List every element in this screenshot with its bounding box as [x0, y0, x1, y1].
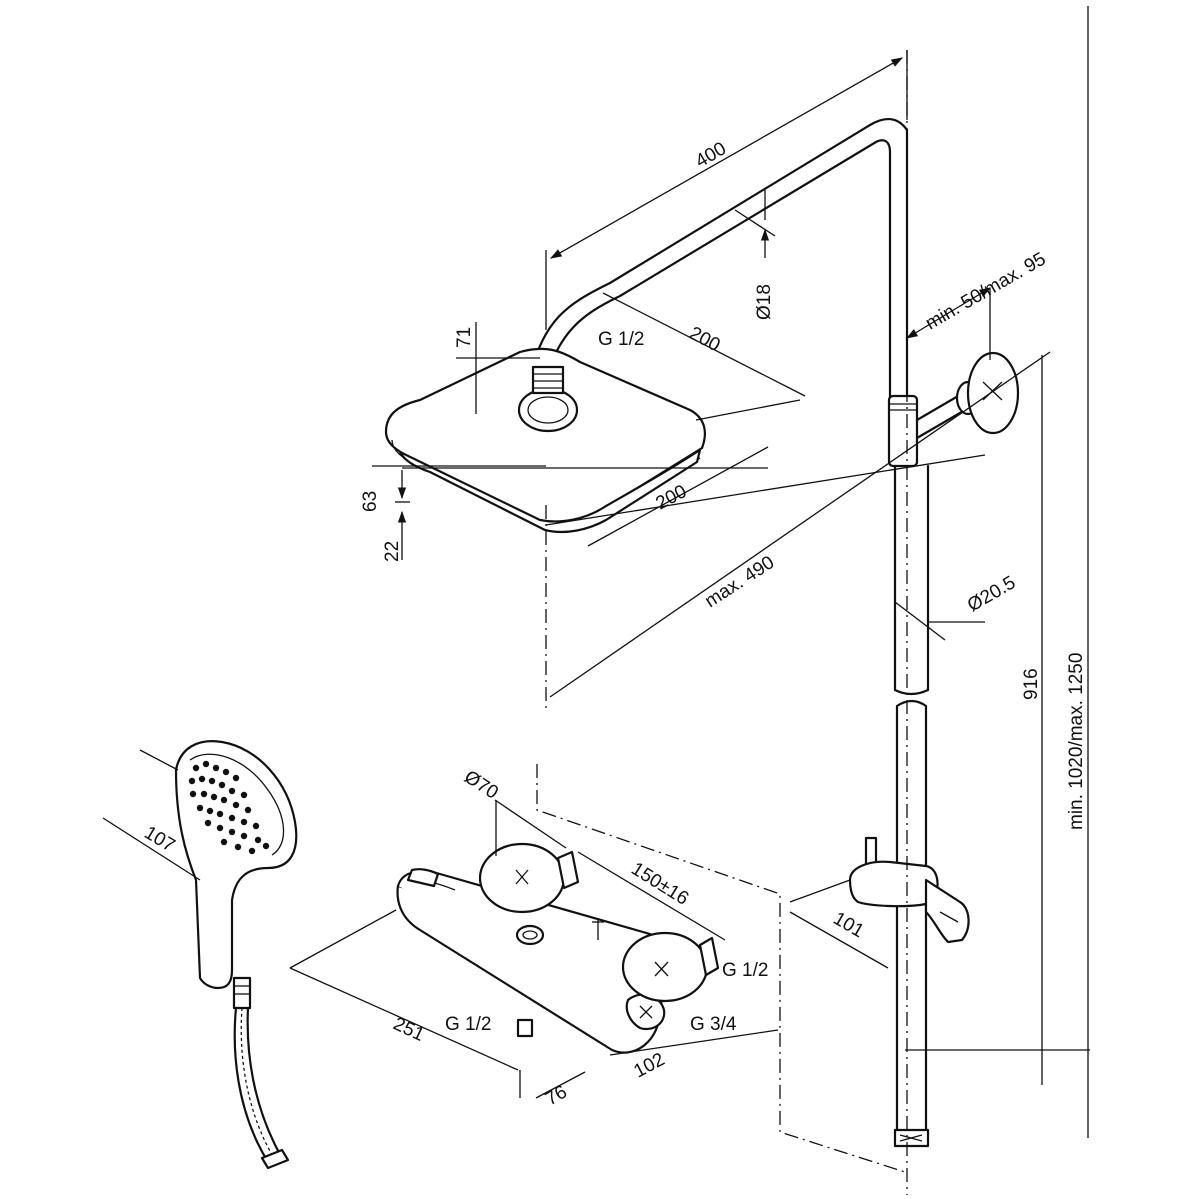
dim-valve-depth: 102	[630, 1049, 668, 1082]
dim-63: 63	[360, 491, 381, 512]
dim-riser-length: 916	[1021, 668, 1042, 700]
dim-handshower-width: 107	[140, 822, 178, 856]
dim-22: 22	[382, 541, 403, 562]
spray-nozzles-icon	[188, 760, 270, 855]
hand-shower	[174, 740, 298, 1010]
dim-valve-length: 251	[390, 1013, 428, 1045]
shower-hose	[233, 1006, 290, 1170]
dim-valve-outlet-thread: G 1/2	[445, 1014, 491, 1035]
dim-riser-diameter: Ø20.5	[964, 572, 1019, 616]
center-lines	[536, 50, 908, 1195]
dim-arm-diameter: Ø18	[754, 284, 775, 320]
wall-bracket	[915, 351, 1020, 440]
dim-projection-max: max. 490	[701, 552, 778, 612]
dimension-lines	[102, 6, 1090, 1138]
dim-arm-length: 400	[692, 138, 730, 172]
riser-pipe	[887, 394, 930, 1148]
dim-valve-side-thread: G 1/2	[722, 960, 768, 981]
dim-valve-inlet-thread: G 3/4	[690, 1014, 737, 1035]
dim-arm-thread: G 1/2	[598, 329, 644, 350]
thermostatic-valve	[396, 842, 720, 1054]
dim-valve-centers: 150±16	[627, 858, 692, 909]
dim-valve-knob: Ø70	[460, 767, 502, 804]
dim-wall-offset: min. 50/max. 95	[922, 249, 1050, 335]
dim-head-height: 71	[454, 327, 475, 348]
slider-holder	[848, 836, 970, 944]
dim-total-height: min. 1020/max. 1250	[1066, 653, 1087, 830]
dim-slider-offset: 101	[830, 908, 868, 942]
dim-valve-outlet-offset: 76	[542, 1082, 571, 1111]
head-shower	[384, 347, 706, 534]
